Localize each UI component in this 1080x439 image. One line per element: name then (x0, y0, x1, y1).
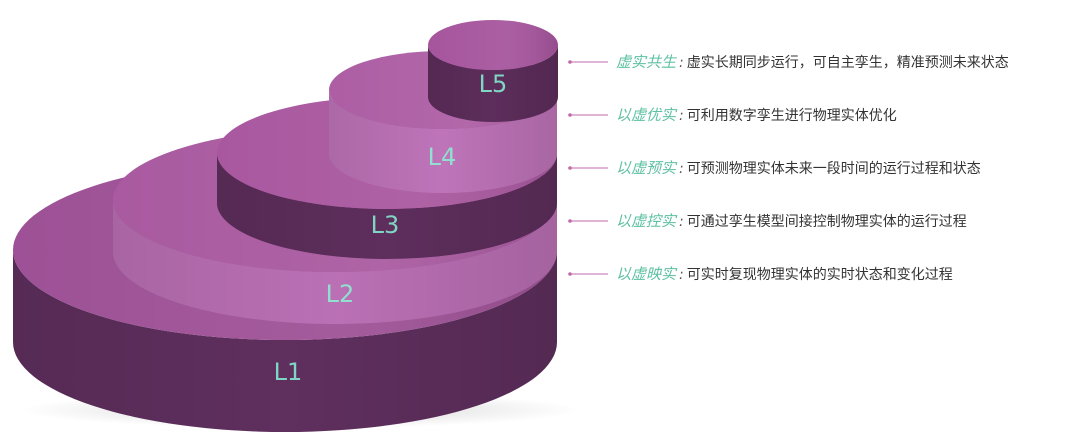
tier-l3-side-shade (217, 153, 557, 259)
tier-label-l2: L2 (326, 280, 355, 308)
tier-stack (13, 20, 558, 432)
tier-label-l1: L1 (274, 358, 303, 386)
desc-row-l2: 以虚控实:可通过孪生模型间接控制物理实体的运行过程 (616, 209, 967, 233)
desc-text-l3: 可预测物理实体未来一段时间的运行过程和状态 (686, 161, 981, 177)
tier-label-l3: L3 (371, 211, 400, 239)
desc-row-l1: 以虚映实:可实时复现物理实体的实时状态和变化过程 (616, 262, 953, 286)
connector-lines (568, 60, 608, 276)
desc-title-l4: 以虚优实 (616, 106, 677, 124)
desc-separator: : (679, 267, 684, 283)
desc-row-l3: 以虚预实:可预测物理实体未来一段时间的运行过程和状态 (616, 156, 981, 180)
tier-label-l4: L4 (428, 143, 457, 171)
desc-row-l4: 以虚优实:可利用数字孪生进行物理实体优化 (616, 103, 897, 127)
desc-title-l1: 以虚映实 (616, 265, 677, 283)
desc-title-l3: 以虚预实 (616, 159, 677, 177)
tier-l1-side-shade (13, 250, 557, 432)
tier-l5-top-shine (428, 20, 558, 70)
desc-separator: : (679, 108, 684, 124)
desc-separator: : (679, 161, 684, 177)
tier-labels: L1 L2 L3 L4 L5 (274, 70, 508, 386)
desc-separator: : (679, 55, 684, 71)
desc-text-l4: 可利用数字孪生进行物理实体优化 (686, 108, 897, 124)
desc-text-l1: 可实时复现物理实体的实时状态和变化过程 (686, 267, 953, 283)
desc-separator: : (679, 214, 684, 230)
tier-l5 (428, 20, 558, 122)
tier-l5-side-shade (428, 45, 558, 122)
tier-l4-side-shade (329, 90, 557, 193)
desc-text-l5: 虚实长期同步运行，可自主孪生，精准预测未来状态 (686, 55, 1009, 71)
tier-l2-side-shade (113, 200, 557, 324)
desc-title-l5: 虚实共生 (616, 53, 677, 71)
desc-title-l2: 以虚控实 (616, 212, 677, 230)
desc-row-l5: 虚实共生:虚实长期同步运行，可自主孪生，精准预测未来状态 (616, 50, 1009, 74)
tier-label-l5: L5 (479, 70, 508, 98)
desc-text-l2: 可通过孪生模型间接控制物理实体的运行过程 (686, 214, 967, 230)
